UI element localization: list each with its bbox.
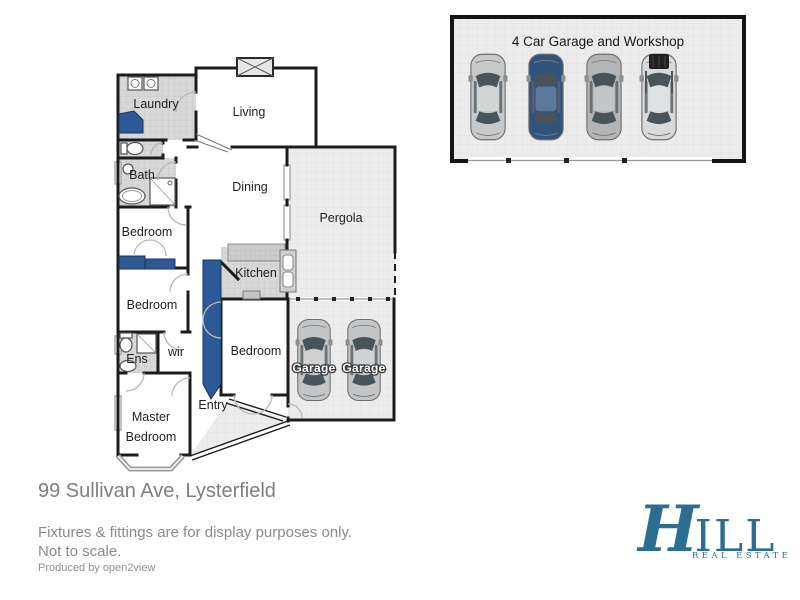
disclaimer-line-2: Not to scale. bbox=[38, 543, 122, 560]
sink-bowl-1 bbox=[282, 254, 294, 271]
disclaimer-line-1: Fixtures & fittings are for display purp… bbox=[38, 524, 353, 541]
produced-by: Produced by open2view bbox=[38, 562, 156, 574]
fireplace bbox=[236, 57, 274, 77]
ens-shower-icon bbox=[136, 333, 157, 354]
shower-icon bbox=[149, 177, 176, 206]
workshop-car-3 bbox=[583, 53, 625, 141]
label-bedroom3: Bedroom bbox=[231, 344, 282, 358]
basin-icon bbox=[122, 163, 134, 175]
garage-car-1 bbox=[294, 318, 334, 402]
ens-toilet-icon bbox=[119, 332, 133, 353]
toilet-icon bbox=[120, 141, 144, 156]
hall-wardrobe-strip bbox=[202, 259, 222, 400]
workshop-cars bbox=[467, 53, 680, 141]
dining-window-2 bbox=[283, 204, 291, 241]
label-dining: Dining bbox=[232, 180, 267, 194]
opening-marker bbox=[193, 133, 233, 153]
logo-subtitle: REAL ESTATE bbox=[692, 551, 792, 561]
label-bedroom1: Bedroom bbox=[122, 225, 173, 239]
roof-box-icon bbox=[645, 54, 673, 93]
garage-door-lines bbox=[289, 297, 393, 301]
garage-door-ticks bbox=[296, 297, 390, 301]
workshop-title: 4 Car Garage and Workshop bbox=[512, 34, 684, 49]
workshop-car-2 bbox=[525, 53, 567, 141]
room-labels: Laundry Living Bath Dining Pergola Bedro… bbox=[122, 97, 387, 444]
bay-window bbox=[116, 454, 185, 472]
stove-icon bbox=[242, 290, 261, 300]
label-entry: Entry bbox=[198, 398, 228, 412]
workshop-box: 4 Car Garage and Workshop bbox=[450, 15, 746, 163]
label-laundry: Laundry bbox=[133, 97, 179, 111]
bedroom1-wardrobe-right bbox=[144, 258, 176, 270]
label-master-1: Master bbox=[132, 410, 170, 424]
ens-basin-icon bbox=[119, 359, 137, 373]
label-ens: Ens bbox=[126, 352, 148, 366]
property-address: 99 Sullivan Ave, Lysterfield bbox=[38, 480, 276, 502]
room-pergola-floor bbox=[287, 147, 395, 299]
porch-edge bbox=[189, 420, 291, 461]
bathtub-icon bbox=[118, 187, 146, 205]
sink-bowl-2 bbox=[282, 271, 294, 288]
floorplan-svg: Laundry Living Bath Dining Pergola Bedro… bbox=[114, 15, 746, 472]
kitchen-bench bbox=[227, 243, 297, 300]
label-garage-bay1: Garage bbox=[292, 361, 335, 375]
label-garage-bay2: Garage bbox=[342, 361, 385, 375]
label-bath: Bath bbox=[129, 168, 155, 182]
fixtures bbox=[118, 76, 297, 373]
dining-window-1 bbox=[283, 164, 291, 201]
label-master-2: Bedroom bbox=[126, 430, 177, 444]
workshop-car-1 bbox=[467, 53, 509, 141]
label-bedroom2: Bedroom bbox=[127, 298, 178, 312]
label-pergola: Pergola bbox=[319, 211, 362, 225]
entry-porch bbox=[189, 398, 291, 461]
garage-car-2 bbox=[344, 318, 384, 402]
door-arcs bbox=[125, 91, 303, 419]
hill-real-estate-logo: H ILL REAL ESTATE bbox=[638, 498, 788, 593]
label-wir: wir bbox=[167, 345, 184, 359]
label-living: Living bbox=[233, 105, 266, 119]
label-kitchen: Kitchen bbox=[235, 266, 277, 280]
entry-window-wall bbox=[225, 398, 287, 422]
dryer-icon bbox=[143, 76, 159, 91]
logo-letter-h: H bbox=[638, 492, 699, 567]
washer-icon bbox=[127, 76, 143, 91]
exterior-walls bbox=[116, 66, 397, 458]
joinery-blue bbox=[118, 110, 222, 400]
workshop-door-ticks bbox=[506, 158, 627, 163]
logo-letters-ill: ILL bbox=[694, 511, 777, 562]
laundry-corner-cabinet bbox=[118, 110, 144, 134]
bedroom1-wardrobe-left bbox=[118, 255, 146, 270]
